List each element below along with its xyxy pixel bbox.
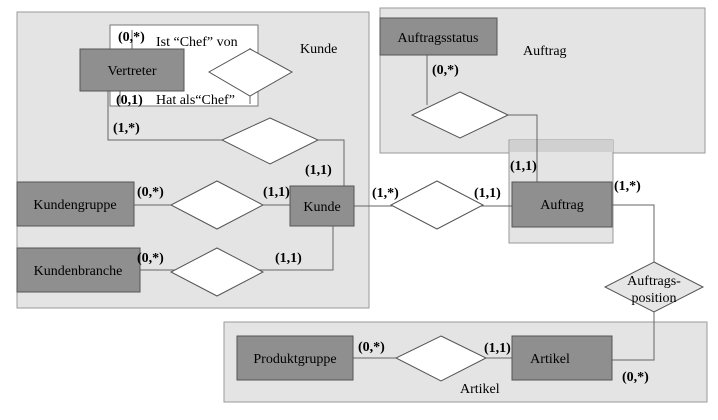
line-position-artikel [612,312,655,361]
cardinality-auftrag-kunde: (1,1) [474,186,501,201]
auftragsstatus-relationship [410,91,510,139]
cardinality-kunde-vertreter: (1,1) [305,163,332,178]
line-rel-to-kunde [318,139,345,186]
produktgruppe-entity [236,335,354,381]
kundengruppe-entity [16,181,135,227]
cardinality-auftragsstatus: (0,*) [432,63,459,78]
auftrag-group-label: Auftrag [523,44,567,59]
kundengruppe-label: Kundengruppe [33,198,116,213]
artikel-label: Artikel [530,352,570,367]
ist-chef-von-label: Ist “Chef” von [156,35,238,50]
cardinality-vertreter-hat-chef: (0,1) [116,93,143,108]
auftragsstatus-entity [379,17,498,56]
cardinality-auftrag-status: (1,1) [510,159,537,174]
auftrag-entity [511,181,613,228]
cardinality-kunde-kundengruppe: (1,1) [263,185,290,200]
artikel-entity [511,335,613,381]
hat-als-chef-label: Hat als“Chef” [156,93,235,108]
auftragsposition-label-line1: Auftrags- [627,274,681,289]
ist-chef-relationship [207,48,294,97]
kunde-label: Kunde [303,200,340,215]
vertreter-entity [79,48,185,92]
cardinality-kundenbranche: (0,*) [137,251,164,266]
produktgruppe-relationship [394,335,488,382]
line-vertreter-kunde-rel [107,91,222,141]
kundengruppe-relationship [169,180,265,230]
cardinality-produktgruppe: (0,*) [358,340,385,355]
auftragsstatus-label: Auftragsstatus [398,31,479,46]
kundenbranche-entity [16,247,141,293]
auftrag-label: Auftrag [540,198,584,213]
auftragsposition-relationship [603,261,705,313]
artikel-relationship-label: Artikel [460,382,500,397]
kunde-entity [289,185,355,227]
line-status-auftrag [497,114,538,182]
line-auftrag-position [612,204,655,262]
kundenbranche-label: Kundenbranche [34,264,123,279]
cardinality-artikel-produktgruppe: (1,1) [484,341,511,356]
produktgruppe-label: Produktgruppe [253,352,336,367]
cardinality-kunde-auftrag: (1,*) [372,186,399,201]
cardinality-kundengruppe: (0,*) [137,185,164,200]
kunde-auftrag-relationship [389,180,485,230]
kundenbranche-relationship [169,247,265,297]
vertreter-label: Vertreter [108,64,157,79]
vertreter-kunde-relationship [220,117,320,165]
cardinality-kunde-kundenbranche: (1,1) [275,251,302,266]
auftrag-group-divider [510,140,613,152]
cardinality-auftrag-position: (1,*) [614,179,641,194]
cardinality-vertreter-ist-chef: (0,*) [118,30,145,45]
kunde-group-label: Kunde [300,42,337,57]
auftragsposition-label-line2: position [631,291,676,306]
cardinality-vertreter-kunde: (1,*) [113,121,140,136]
cardinality-artikel-position: (0,*) [622,370,649,385]
